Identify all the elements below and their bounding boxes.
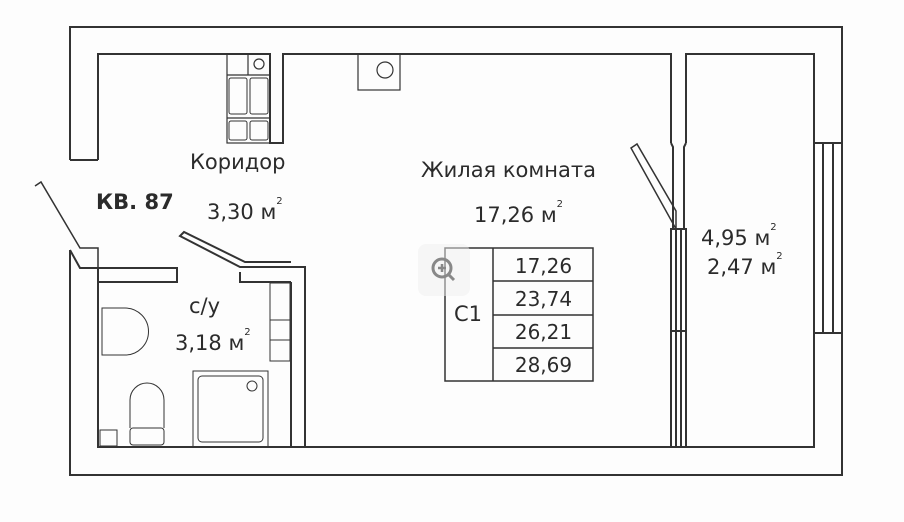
room-name-living: Жилая комната [421,158,596,182]
area-table-value: 26,21 [514,320,573,344]
bathroom-wall [98,230,306,447]
toilet [129,382,165,428]
apartment-label: КВ. 87 [96,190,174,214]
zoom-button[interactable] [418,244,470,296]
area-table-grid [444,247,594,382]
room-area-corridor: 3,30 м2 [207,196,283,224]
window [813,142,843,334]
riser [357,53,401,91]
area-table-value: 28,69 [514,353,573,377]
balcony-area-reduced: 2,47 м2 [707,251,783,279]
glazed-partition [670,228,687,448]
zoom-in-icon [431,257,456,282]
balcony-area-full: 4,95 м2 [701,222,777,250]
area-table-type: С1 [454,302,483,326]
area-table-value: 17,26 [514,254,573,278]
room-area-bathroom: 3,18 м2 [175,327,251,355]
inner-wall-top [69,53,815,448]
sink [101,307,149,356]
stove-burner [253,58,265,70]
room-area-living: 17,26 м2 [474,199,564,227]
area-table-value: 23,74 [514,287,573,311]
floor-drain [99,429,118,447]
room-name-bathroom: с/у [189,294,221,318]
shower-tray [192,370,269,448]
entrance-door [34,180,99,268]
toilet-tank [129,427,165,446]
balcony-door [630,142,677,232]
room-name-corridor: Коридор [190,150,286,174]
bathroom-cabinet [269,282,291,362]
balcony-partition [670,142,687,229]
